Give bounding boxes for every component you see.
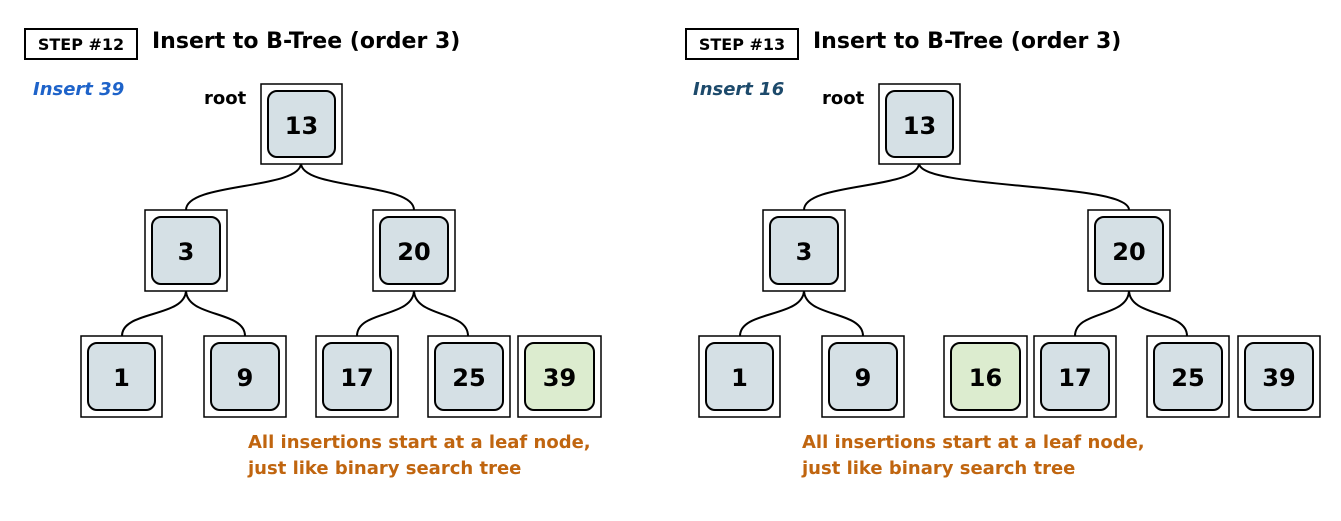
step-title: Insert to B-Tree (order 3) — [152, 29, 461, 54]
insert-label: Insert 39 — [33, 79, 125, 100]
edge-3-1 — [121, 289, 187, 337]
node-39: 39 — [1237, 335, 1321, 418]
node-key: 9 — [855, 364, 872, 392]
node-1: 1 — [698, 335, 781, 418]
node-9: 9 — [203, 335, 287, 418]
node-key: 20 — [1112, 238, 1145, 266]
node-key: 17 — [1058, 364, 1091, 392]
b-tree-diagram: 13 3 20 1 9 17 25 — [80, 83, 602, 418]
node-key: 25 — [1171, 364, 1204, 392]
step-badge: STEP #12 — [24, 28, 138, 60]
edge-13-20 — [300, 162, 415, 211]
edge-20-17 — [1074, 289, 1130, 337]
tree-edges — [121, 162, 469, 337]
edge-3-9 — [803, 289, 864, 337]
node-key: 3 — [178, 238, 195, 266]
note-line-1: All insertions start at a leaf node, — [802, 432, 1145, 453]
step-12-panel: STEP #12 Insert to B-Tree (order 3) Inse… — [0, 0, 670, 521]
edge-20-25 — [413, 289, 469, 337]
root-label: root — [204, 88, 247, 109]
edge-13-3 — [803, 162, 920, 211]
node-17: 17 — [315, 335, 399, 418]
leaf-insertion-note: All insertions start at a leaf node, jus… — [802, 430, 1145, 482]
node-key: 1 — [731, 364, 748, 392]
node-key: 39 — [543, 364, 576, 392]
note-line-2: just like binary search tree — [802, 458, 1076, 479]
node-key: 17 — [340, 364, 373, 392]
node-13: 13 — [878, 83, 961, 165]
node-key: 13 — [285, 112, 318, 140]
node-key: 39 — [1262, 364, 1295, 392]
node-9: 9 — [821, 335, 905, 418]
node-key: 16 — [969, 364, 1002, 392]
insert-label: Insert 16 — [693, 79, 785, 100]
node-1: 1 — [80, 335, 163, 418]
edge-3-1 — [739, 289, 805, 337]
edge-20-17 — [356, 289, 415, 337]
node-39-new: 39 — [517, 335, 602, 418]
node-20: 20 — [1087, 209, 1171, 292]
root-label: root — [822, 88, 865, 109]
leaf-insertion-note: All insertions start at a leaf node, jus… — [248, 430, 591, 482]
node-key: 1 — [113, 364, 130, 392]
node-17: 17 — [1033, 335, 1117, 418]
node-key: 9 — [237, 364, 254, 392]
edge-13-20 — [918, 162, 1130, 211]
step-title: Insert to B-Tree (order 3) — [813, 29, 1122, 54]
node-13: 13 — [260, 83, 343, 165]
edge-20-25 — [1128, 289, 1188, 337]
note-line-1: All insertions start at a leaf node, — [248, 432, 591, 453]
note-line-2: just like binary search tree — [248, 458, 522, 479]
node-3: 3 — [762, 209, 846, 292]
step-badge: STEP #13 — [685, 28, 799, 60]
node-key: 13 — [903, 112, 936, 140]
node-key: 25 — [452, 364, 485, 392]
node-key: 3 — [796, 238, 813, 266]
node-25: 25 — [1146, 335, 1230, 418]
node-20: 20 — [372, 209, 456, 292]
edge-3-9 — [185, 289, 246, 337]
edge-13-3 — [185, 162, 302, 211]
b-tree-diagram: 13 3 20 1 9 16 17 — [698, 83, 1321, 418]
node-key: 20 — [397, 238, 430, 266]
node-25: 25 — [427, 335, 511, 418]
node-16-new: 16 — [943, 335, 1028, 418]
step-13-panel: STEP #13 Insert to B-Tree (order 3) Inse… — [671, 0, 1341, 521]
node-3: 3 — [144, 209, 228, 292]
tree-edges — [739, 162, 1188, 337]
